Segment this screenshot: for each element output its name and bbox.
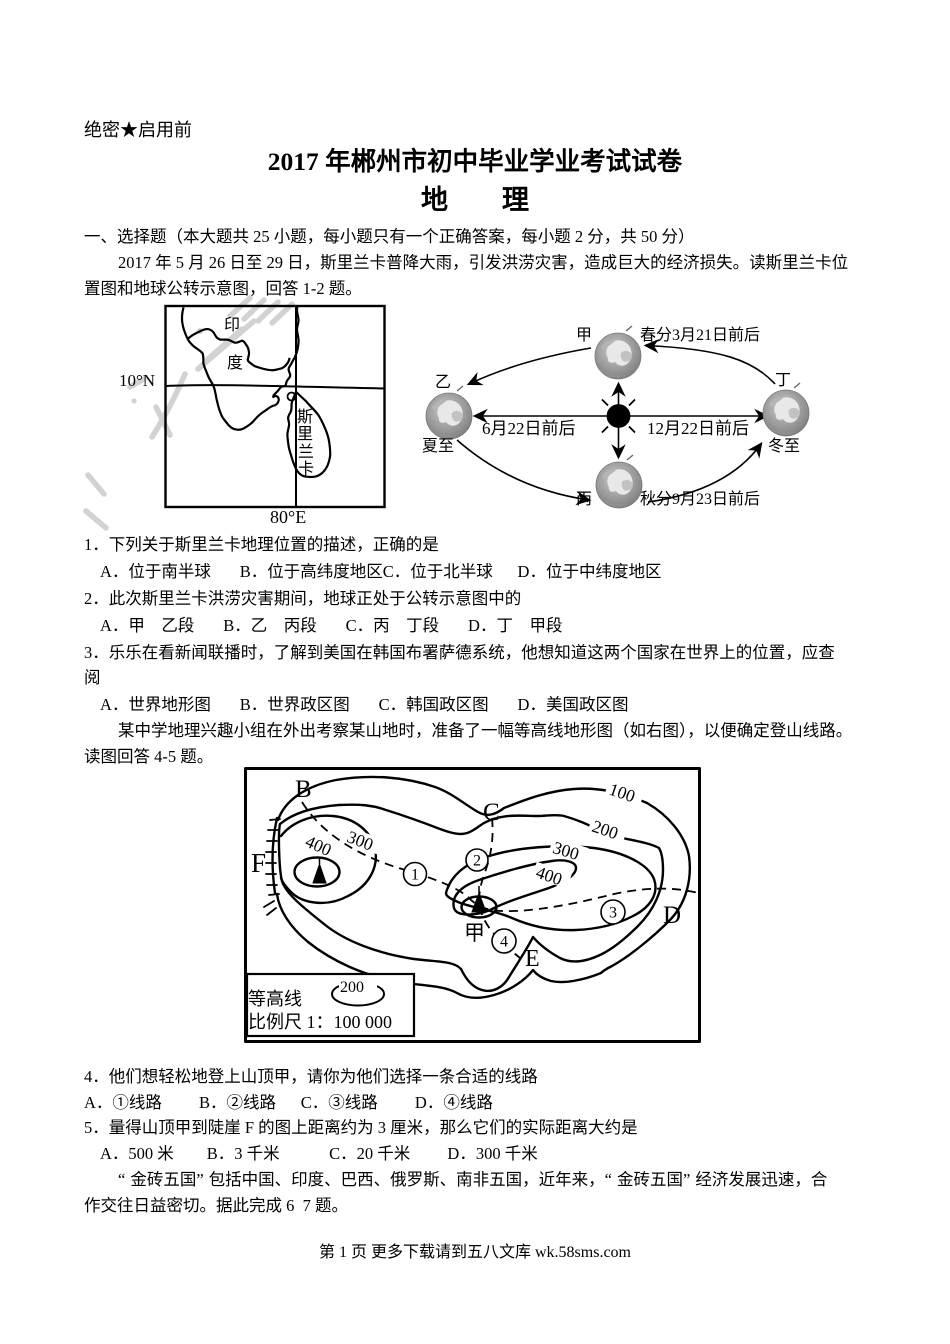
svg-text:6月22日前后: 6月22日前后	[482, 419, 576, 438]
svg-text:里: 里	[297, 425, 313, 443]
svg-text:斯: 斯	[297, 408, 313, 426]
svg-text:丙: 丙	[576, 491, 592, 508]
svg-text:等高线: 等高线	[248, 989, 302, 1009]
svg-text:F: F	[251, 848, 266, 878]
svg-text:12月22日前后: 12月22日前后	[647, 419, 749, 438]
svg-text:冬至: 冬至	[768, 437, 800, 455]
svg-text:B: B	[295, 776, 312, 803]
svg-text:秋分9月23日前后: 秋分9月23日前后	[640, 490, 760, 508]
svg-text:D: D	[663, 902, 681, 929]
svg-text:2: 2	[473, 853, 481, 870]
svg-text:乙: 乙	[435, 374, 451, 391]
svg-text:卡: 卡	[298, 460, 314, 478]
svg-text:80°E: 80°E	[270, 507, 306, 527]
svg-text:10°N: 10°N	[119, 371, 155, 390]
svg-text:3: 3	[609, 905, 617, 922]
svg-text:丁: 丁	[775, 372, 791, 389]
svg-text:4: 4	[500, 934, 508, 951]
svg-text:甲: 甲	[576, 327, 592, 344]
svg-text:度: 度	[227, 354, 243, 372]
svg-text:C: C	[483, 799, 500, 826]
svg-text:200: 200	[340, 979, 364, 996]
svg-text:甲: 甲	[464, 921, 485, 945]
svg-text:E: E	[525, 946, 540, 972]
svg-text:1: 1	[411, 867, 419, 884]
svg-text:兰: 兰	[298, 443, 314, 461]
svg-text:夏至: 夏至	[422, 438, 454, 455]
svg-text:印: 印	[224, 316, 240, 334]
svg-text:春分3月21日前后: 春分3月21日前后	[640, 326, 760, 344]
svg-text:比例尺 1：100 000: 比例尺 1：100 000	[248, 1012, 392, 1032]
